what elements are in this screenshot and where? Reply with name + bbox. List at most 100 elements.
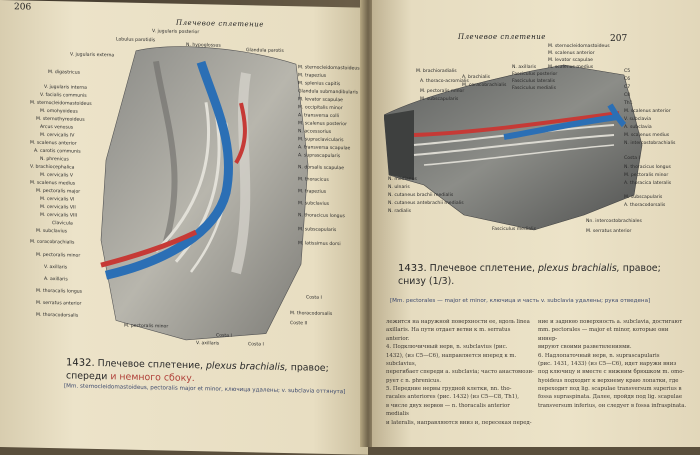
- label: Coste II: [290, 321, 308, 327]
- label: N. cutaneus antebrachii medialis: [388, 201, 464, 206]
- right-running-head: Плечевое сплетение: [458, 33, 546, 41]
- label: N. thoracicus longus: [298, 213, 345, 220]
- label: A. thoracica lateralis: [624, 181, 672, 186]
- caption-latin: plexus brachialis,: [205, 360, 288, 374]
- label: M. pectoralis minor: [420, 89, 465, 94]
- label: M. cervicalis VI: [40, 196, 75, 203]
- label: A. suprascapularis: [298, 153, 341, 160]
- label: M. cervicalis V: [40, 172, 74, 179]
- label: M. scalenus medius: [624, 133, 670, 138]
- label: M. subscapularis: [420, 97, 459, 102]
- label: A. axillaris: [44, 276, 68, 283]
- label: M. pectoralis minor: [36, 252, 81, 259]
- caption-latin: plexus brachialis,: [537, 263, 620, 274]
- label: N. radialis: [388, 209, 412, 214]
- label: M. scalenus anterior: [624, 109, 671, 114]
- label: M. thoracalis longus: [36, 288, 83, 295]
- label: A. brachialis: [462, 75, 491, 80]
- figure-1433-note: [Mm. pectorales — major et minor, ключиц…: [390, 298, 651, 304]
- label: M. pectoralis minor: [624, 173, 669, 178]
- left-running-head: Плечевое сплетение: [176, 18, 264, 29]
- figure-1432-illustration: [100, 46, 309, 341]
- label: M. scalenus medius: [30, 180, 76, 187]
- caption-text: Плечевое сплетение,: [97, 358, 203, 372]
- label: A. thoraco-acromialis: [420, 79, 469, 84]
- label: M. thoracodorsalis: [36, 312, 79, 319]
- label: A. thoracodorsalis: [624, 203, 666, 208]
- label: V. jugularis interna: [44, 84, 87, 91]
- label: Arcus venosus: [40, 124, 74, 131]
- label: M. digastricus: [48, 70, 80, 76]
- label: M. coracobrachialis: [30, 239, 75, 246]
- label: M. sternocleidomastoideus: [30, 100, 92, 107]
- label: M. cervicalis VII: [40, 204, 76, 211]
- label: N. intercostobrachialis: [624, 141, 676, 146]
- label: M. supraclavicularis: [298, 137, 344, 144]
- label: M. cervicalis VIII: [40, 212, 78, 219]
- text-line: ние и заднюю поверхность a. subclavia, д…: [538, 319, 683, 325]
- label: M. subscapularis: [298, 227, 337, 234]
- label: M. scalenus anterior: [548, 51, 595, 56]
- label: C8: [624, 93, 631, 98]
- label: Fasciculus lateralis: [512, 79, 556, 84]
- caption-number: 1433.: [398, 263, 427, 274]
- label: N. axillaris: [512, 65, 537, 70]
- text-line: и lateralis, направляются вниз и, пересе…: [386, 419, 532, 426]
- text-line: 5. Передние нервы грудной клетки, nn. th…: [386, 386, 512, 392]
- label: V. brachiocephalica: [30, 164, 75, 171]
- label: M. occipitalis minor: [298, 105, 343, 112]
- label: M. cervicalis IV: [40, 132, 75, 139]
- figure-1433-caption: 1433. Плечевое сплетение, plexus brachia…: [398, 262, 688, 288]
- label: Costa I: [624, 156, 640, 161]
- text-line: 4. Подключичный нерв, n. subclavius (рис…: [386, 344, 508, 351]
- text-line: перегибает спереди a. subclavia; часто а…: [386, 369, 534, 376]
- label: M. levator scapulae: [298, 97, 343, 104]
- label: Costa I: [216, 333, 232, 339]
- text-line: в числе двух нервов — n. thoracalis ante…: [386, 402, 510, 418]
- label: Th1: [624, 101, 633, 106]
- label: M. sternocleidomastoideus: [548, 44, 610, 49]
- figure-1433-illustration: [384, 64, 643, 231]
- label: M. serratus anterior: [36, 300, 82, 307]
- label: M. serratus anterior: [586, 229, 632, 234]
- label: N. cutaneus brachii medialis: [388, 193, 454, 198]
- text-line: 6. Надлопаточный нерв, n. suprascapulari…: [538, 352, 660, 359]
- label: V. axillaris: [44, 264, 68, 271]
- label: M. thoracicus: [298, 177, 329, 183]
- label: Glandula parotis: [246, 48, 284, 54]
- label: M. omohyoideus: [40, 108, 78, 115]
- right-page: Плечевое сплетение 207 M. sternocleidoma…: [372, 0, 700, 447]
- label: M. splenius capitis: [298, 81, 341, 88]
- label: Fasciculus medialis: [492, 227, 536, 232]
- label: C6: [624, 77, 631, 82]
- label: M. scalenus medius: [548, 65, 594, 70]
- text-line: под ключицу и вместе с нижним брюшком m.…: [538, 369, 685, 376]
- left-page: 206 Плечевое сплетение M. digastricus V.…: [0, 0, 368, 455]
- caption-fraction: (1/3).: [428, 275, 455, 287]
- label: M. sternothyreoideus: [36, 116, 85, 123]
- label: C5: [624, 69, 631, 74]
- label: N. medianus: [388, 177, 417, 182]
- label: M. thoracodorsalis: [290, 311, 333, 317]
- caption-text-colored: и немного сбоку.: [110, 370, 195, 384]
- text-line: рует с n. phrenicus.: [386, 377, 441, 384]
- label: M. coracobrachialis: [462, 83, 507, 88]
- label: M. subclavius: [36, 228, 68, 235]
- label: M. trapezius: [298, 189, 327, 195]
- label: V. subclavia: [624, 117, 652, 122]
- figure-1432-labels-bottom: M. pectoralis minor V. axillaris Costa I: [0, 0, 368, 347]
- label: N. accessorius: [298, 129, 332, 135]
- text-line: переходит под lig. scapulae transversum …: [538, 386, 682, 392]
- caption-text: Плечевое сплетение,: [429, 263, 535, 274]
- figure-1432-labels-top: V. jugularis posterior Lobulus parotidis…: [0, 0, 368, 58]
- text-line: fossa supraspinata. Далее, пройдя под li…: [538, 394, 683, 401]
- label: V. facialis communis: [40, 92, 87, 99]
- caption-text-2: правое; снизу: [398, 263, 661, 287]
- label: V. axillaris: [196, 341, 220, 347]
- text-line: hyoideus подходит к верхнему краю лопатк…: [538, 377, 679, 384]
- label: Fasciculus posterior: [512, 72, 558, 77]
- label: Nn. intercostobrachiales: [586, 219, 642, 224]
- text-line: (рис. 1431, 1433) (из C5—C6), идет наруж…: [538, 360, 677, 367]
- caption-number: 1432.: [66, 357, 95, 369]
